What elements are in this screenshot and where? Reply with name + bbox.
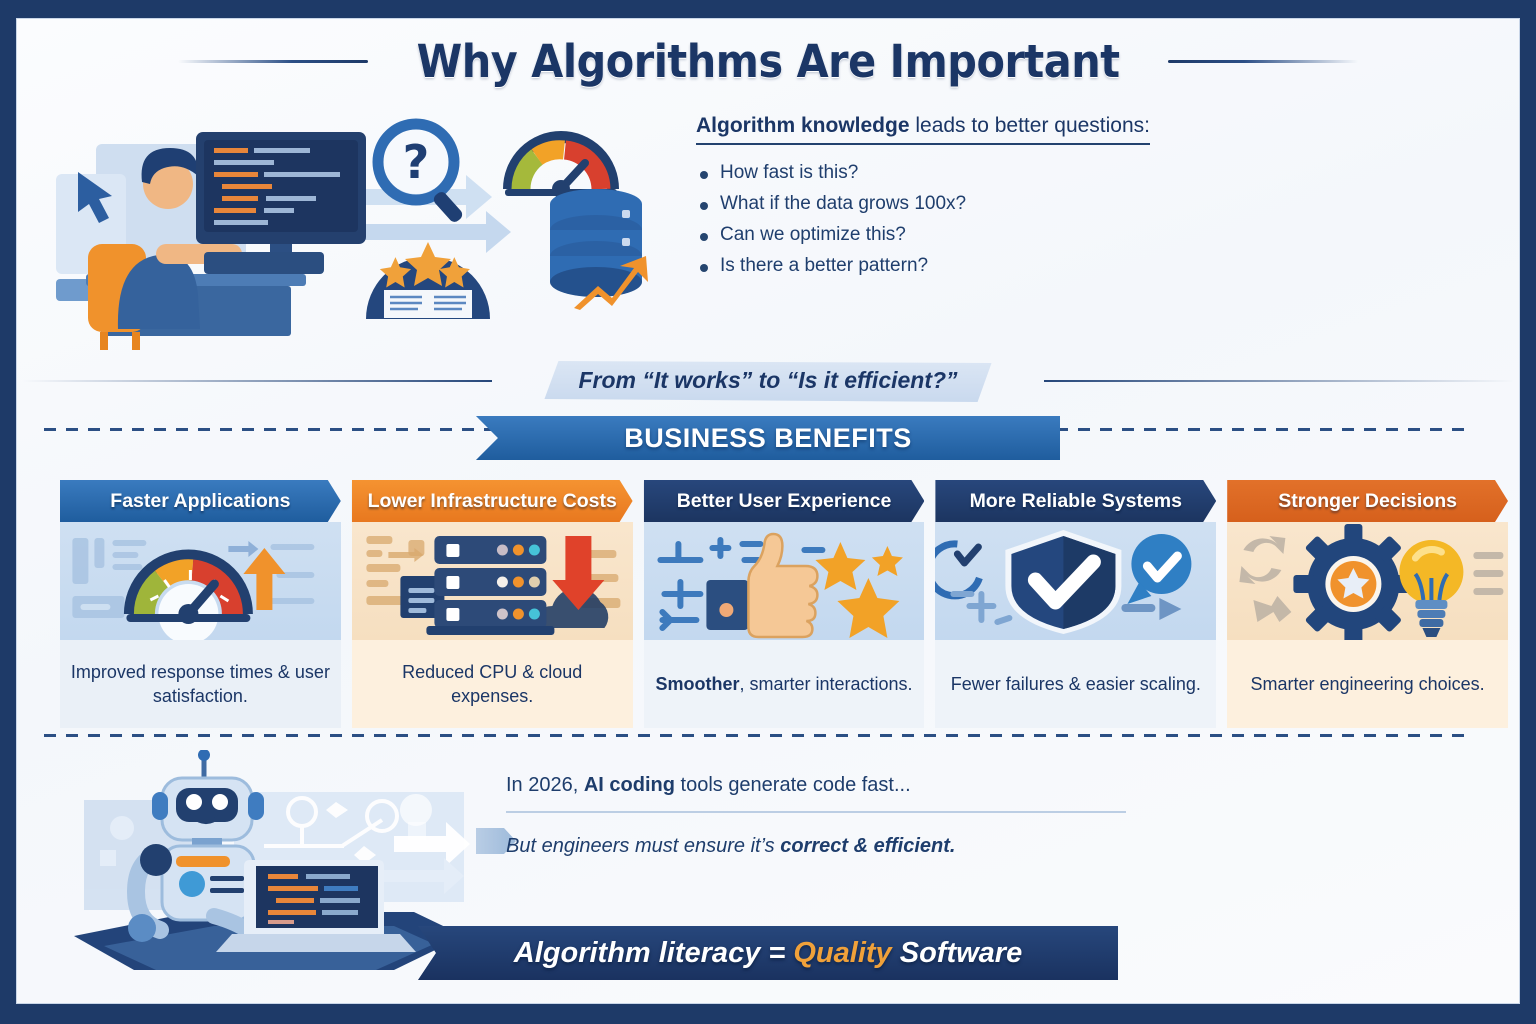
card-description-text: Smarter engineering choices. [1250, 673, 1485, 694]
card-header: Better User Experience [644, 480, 925, 522]
poster-canvas: Why Algorithms Are Important [16, 18, 1520, 1004]
benefit-cards: Faster Applications [60, 480, 1508, 728]
transition-banner: From “It works” to “Is it efficient?” [16, 361, 1520, 399]
final-banner-a: Algorithm literacy = [513, 936, 794, 969]
hero-text-block: Algorithm knowledge leads to better ques… [696, 114, 1336, 286]
bottom-line-2: But engineers must ensure it’s correct &… [506, 813, 1126, 858]
hero-bullet-list: How fast is this? What if the data grows… [696, 162, 1336, 277]
title-rule-right [1168, 59, 1359, 63]
card-title: Lower Infrastructure Costs [367, 489, 617, 512]
card-title: More Reliable Systems [969, 489, 1182, 512]
final-banner-text: Algorithm literacy = Quality Software [514, 937, 1022, 970]
bottom-line-2-a: But engineers must ensure it’s [506, 835, 781, 857]
thumbs-up-icon [643, 522, 925, 640]
banner-rule-left [22, 380, 492, 382]
benefit-card-faster-applications[interactable]: Faster Applications [60, 480, 341, 728]
speedometer-icon [60, 522, 341, 640]
section-banner-label: BUSINESS BENEFITS [624, 422, 912, 453]
card-title: Stronger Decisions [1278, 489, 1457, 512]
card-description-text: Fewer failures & easier scaling. [950, 673, 1201, 694]
card-header: Lower Infrastructure Costs [352, 480, 633, 522]
card-description-text: , smarter interactions. [739, 673, 913, 694]
card-description: Reduced CPU & cloud expenses. [351, 640, 633, 728]
card-title: Faster Applications [110, 489, 291, 512]
bottom-line-1-a: In 2026, [506, 774, 584, 796]
hero-heading-bold: Algorithm knowledge [696, 114, 910, 137]
transition-banner-text: From “It works” to “Is it efficient?” [578, 367, 958, 393]
benefit-card-better-user-experience[interactable]: Better User Experience [643, 480, 925, 728]
banner-rule-right [1044, 380, 1514, 382]
hero-section: ? [36, 104, 1514, 364]
benefit-card-stronger-decisions[interactable]: Stronger Decisions [1227, 480, 1508, 728]
card-header: More Reliable Systems [935, 480, 1216, 522]
page-title: Why Algorithms Are Important [16, 26, 1520, 96]
bottom-line-1-c: tools generate code fast... [674, 774, 911, 796]
final-banner: Algorithm literacy = Quality Software [418, 926, 1118, 980]
bottom-section: In 2026, AI coding tools generate code f… [36, 744, 1514, 1004]
title-rule-left [177, 59, 368, 63]
card-title: Better User Experience [676, 489, 892, 512]
final-banner-b: Software [891, 936, 1023, 969]
card-description-bold: Smoother [655, 673, 740, 694]
section-banner-business-benefits: BUSINESS BENEFITS [476, 416, 1060, 460]
divider-dotted-bottom [44, 734, 1464, 737]
hero-heading-rest: leads to better questions: [909, 114, 1151, 137]
bottom-line-1-bold: AI coding [583, 774, 675, 796]
benefit-card-more-reliable-systems[interactable]: More Reliable Systems [935, 480, 1217, 728]
list-item: How fast is this? [696, 162, 1336, 184]
bottom-line-2-bold: correct & efficient. [780, 835, 956, 857]
hero-illustration: ? [56, 104, 686, 354]
server-rack-icon [351, 522, 633, 640]
card-description: Fewer failures & easier scaling. [935, 640, 1217, 728]
card-description: Smarter engineering choices. [1227, 640, 1508, 728]
bottom-text-block: In 2026, AI coding tools generate code f… [506, 774, 1126, 858]
hero-heading: Algorithm knowledge leads to better ques… [696, 114, 1151, 145]
list-item: Is there a better pattern? [696, 255, 1336, 277]
list-item: Can we optimize this? [696, 224, 1336, 246]
card-description: Improved response times & user satisfact… [60, 640, 341, 728]
transition-banner-plate: From “It works” to “Is it efficient?” [544, 361, 991, 402]
gear-lightbulb-icon [1227, 522, 1508, 640]
benefit-card-lower-infrastructure-costs[interactable]: Lower Infrastructure Costs [351, 480, 633, 728]
final-banner-highlight: Quality [793, 936, 892, 969]
title-text: Why Algorithms Are Important [416, 34, 1120, 88]
card-description-text: Reduced CPU & cloud expenses. [402, 661, 583, 706]
card-header: Faster Applications [60, 480, 341, 522]
card-header: Stronger Decisions [1227, 480, 1508, 522]
robot-illustration [64, 749, 484, 990]
bottom-line-1: In 2026, AI coding tools generate code f… [506, 774, 1126, 813]
list-item: What if the data grows 100x? [696, 193, 1336, 215]
card-description-text: Improved response times & user satisfact… [70, 661, 330, 706]
card-description: Smoother, smarter interactions. [643, 640, 925, 728]
shield-check-icon [935, 522, 1217, 640]
svg-text:?: ? [403, 135, 430, 189]
